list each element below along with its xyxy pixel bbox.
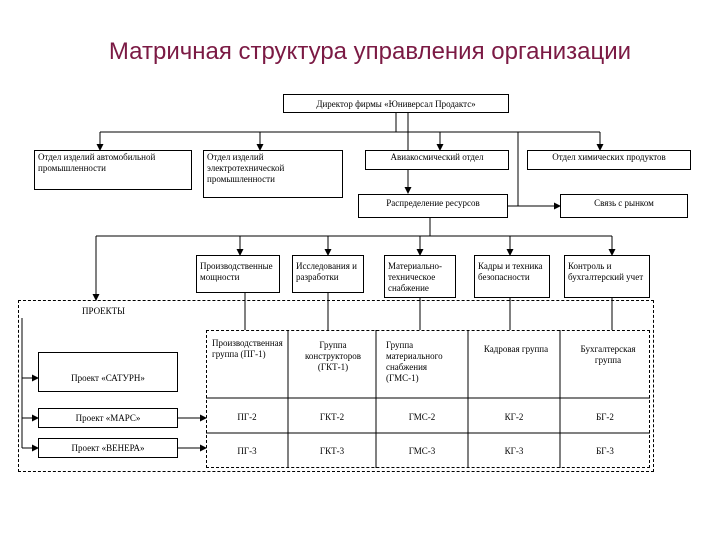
group-pg-3: ПГ-3 <box>237 446 257 456</box>
market-relations-box: Связь с рынком <box>560 194 688 218</box>
department-automotive: Отдел изделий автомобильной промышленнос… <box>34 150 192 190</box>
group-bg-3: БГ-3 <box>596 446 614 456</box>
groups-grid <box>206 330 650 468</box>
group-gkt-3: ГКТ-3 <box>319 446 345 456</box>
group-kg-2: КГ-2 <box>504 412 524 422</box>
function-production: Производственные мощности <box>196 255 280 293</box>
projects-label: ПРОЕКТЫ <box>82 306 125 316</box>
group-kg-1: Кадровая группа <box>483 344 549 354</box>
group-gkt-2: ГКТ-2 <box>319 412 345 422</box>
department-chemical: Отдел химических продуктов <box>527 150 691 170</box>
function-accounting: Контроль и бухгалтерский учет <box>564 255 650 298</box>
group-pg-2: ПГ-2 <box>237 412 257 422</box>
project-saturn: Проект «САТУРН» <box>38 352 178 392</box>
group-gms-3: ГМС-3 <box>408 446 436 456</box>
project-venus: Проект «ВЕНЕРА» <box>38 438 178 458</box>
project-mars: Проект «МАРС» <box>38 408 178 428</box>
resource-allocation-box: Распределение ресурсов <box>358 194 508 218</box>
department-electrotech: Отдел изделий электротехнической промышл… <box>203 150 343 198</box>
page-title: Матричная структура управления организац… <box>108 38 632 65</box>
group-kg-3: КГ-3 <box>504 446 524 456</box>
director-box: Директор фирмы «Юниверсал Продактс» <box>283 94 509 113</box>
function-personnel: Кадры и техника безопасности <box>474 255 550 298</box>
group-gms-2: ГМС-2 <box>408 412 436 422</box>
function-research: Исследования и разработки <box>292 255 364 293</box>
department-aerospace: Авиакосмический отдел <box>365 150 509 170</box>
projects-frame <box>18 300 654 472</box>
group-gkt-1: Группа конструкторов (ГКТ-1) <box>305 340 361 372</box>
group-gms-1: Группа материального снабжения (ГМС-1) <box>386 340 443 383</box>
group-bg-2: БГ-2 <box>596 412 614 422</box>
function-supply: Материально-техническое снабжение <box>384 255 456 298</box>
group-pg-1: Производственная группа (ПГ-1) <box>212 338 283 359</box>
group-bg-1: Бухгалтерская группа <box>580 344 636 365</box>
